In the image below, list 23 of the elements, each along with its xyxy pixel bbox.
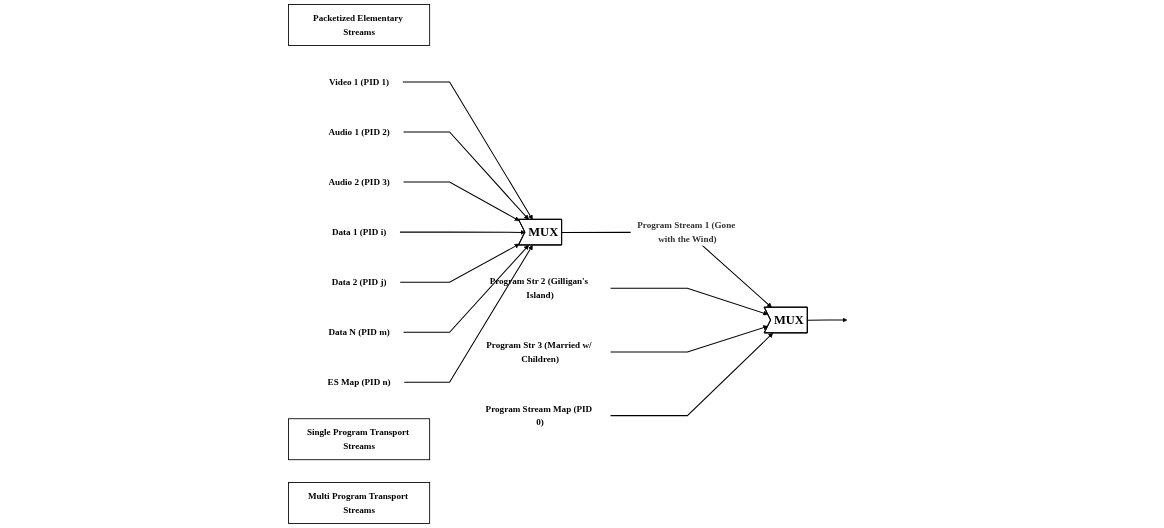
arrow — [610, 332, 774, 417]
node-text: Data 2 (PID j) — [332, 277, 388, 287]
arrow — [403, 245, 530, 333]
node-text: Audio 1 (PID 2) — [328, 126, 391, 137]
arrow — [807, 317, 848, 323]
node-text: Audio 2 (PID 3) — [328, 176, 391, 187]
arrow — [404, 245, 534, 383]
node-box: Multi Program Transport Streams — [288, 482, 431, 524]
arrow — [610, 287, 769, 316]
node-box: Single Program Transport Streams — [288, 418, 431, 461]
arrow — [610, 325, 769, 353]
edge-label: Program Stream 1 (Gone with the Wind) — [637, 220, 736, 244]
arrow — [403, 181, 521, 222]
node-text: Video 1 (PID 1) — [329, 76, 390, 87]
node-text: Program Stream Map (PID 0) — [486, 403, 593, 427]
node-text: Data N (PID m) — [328, 327, 391, 337]
node-text: Program Str 3 (Married w/ Children) — [486, 339, 593, 364]
arrow — [402, 81, 534, 220]
node-box: Packetized Elementary Streams — [288, 4, 431, 46]
node-text: Data 1 (PID i) — [332, 227, 387, 237]
arrow — [399, 229, 526, 235]
node-text: ES Map (PID n) — [328, 377, 392, 387]
arrow — [403, 131, 530, 220]
